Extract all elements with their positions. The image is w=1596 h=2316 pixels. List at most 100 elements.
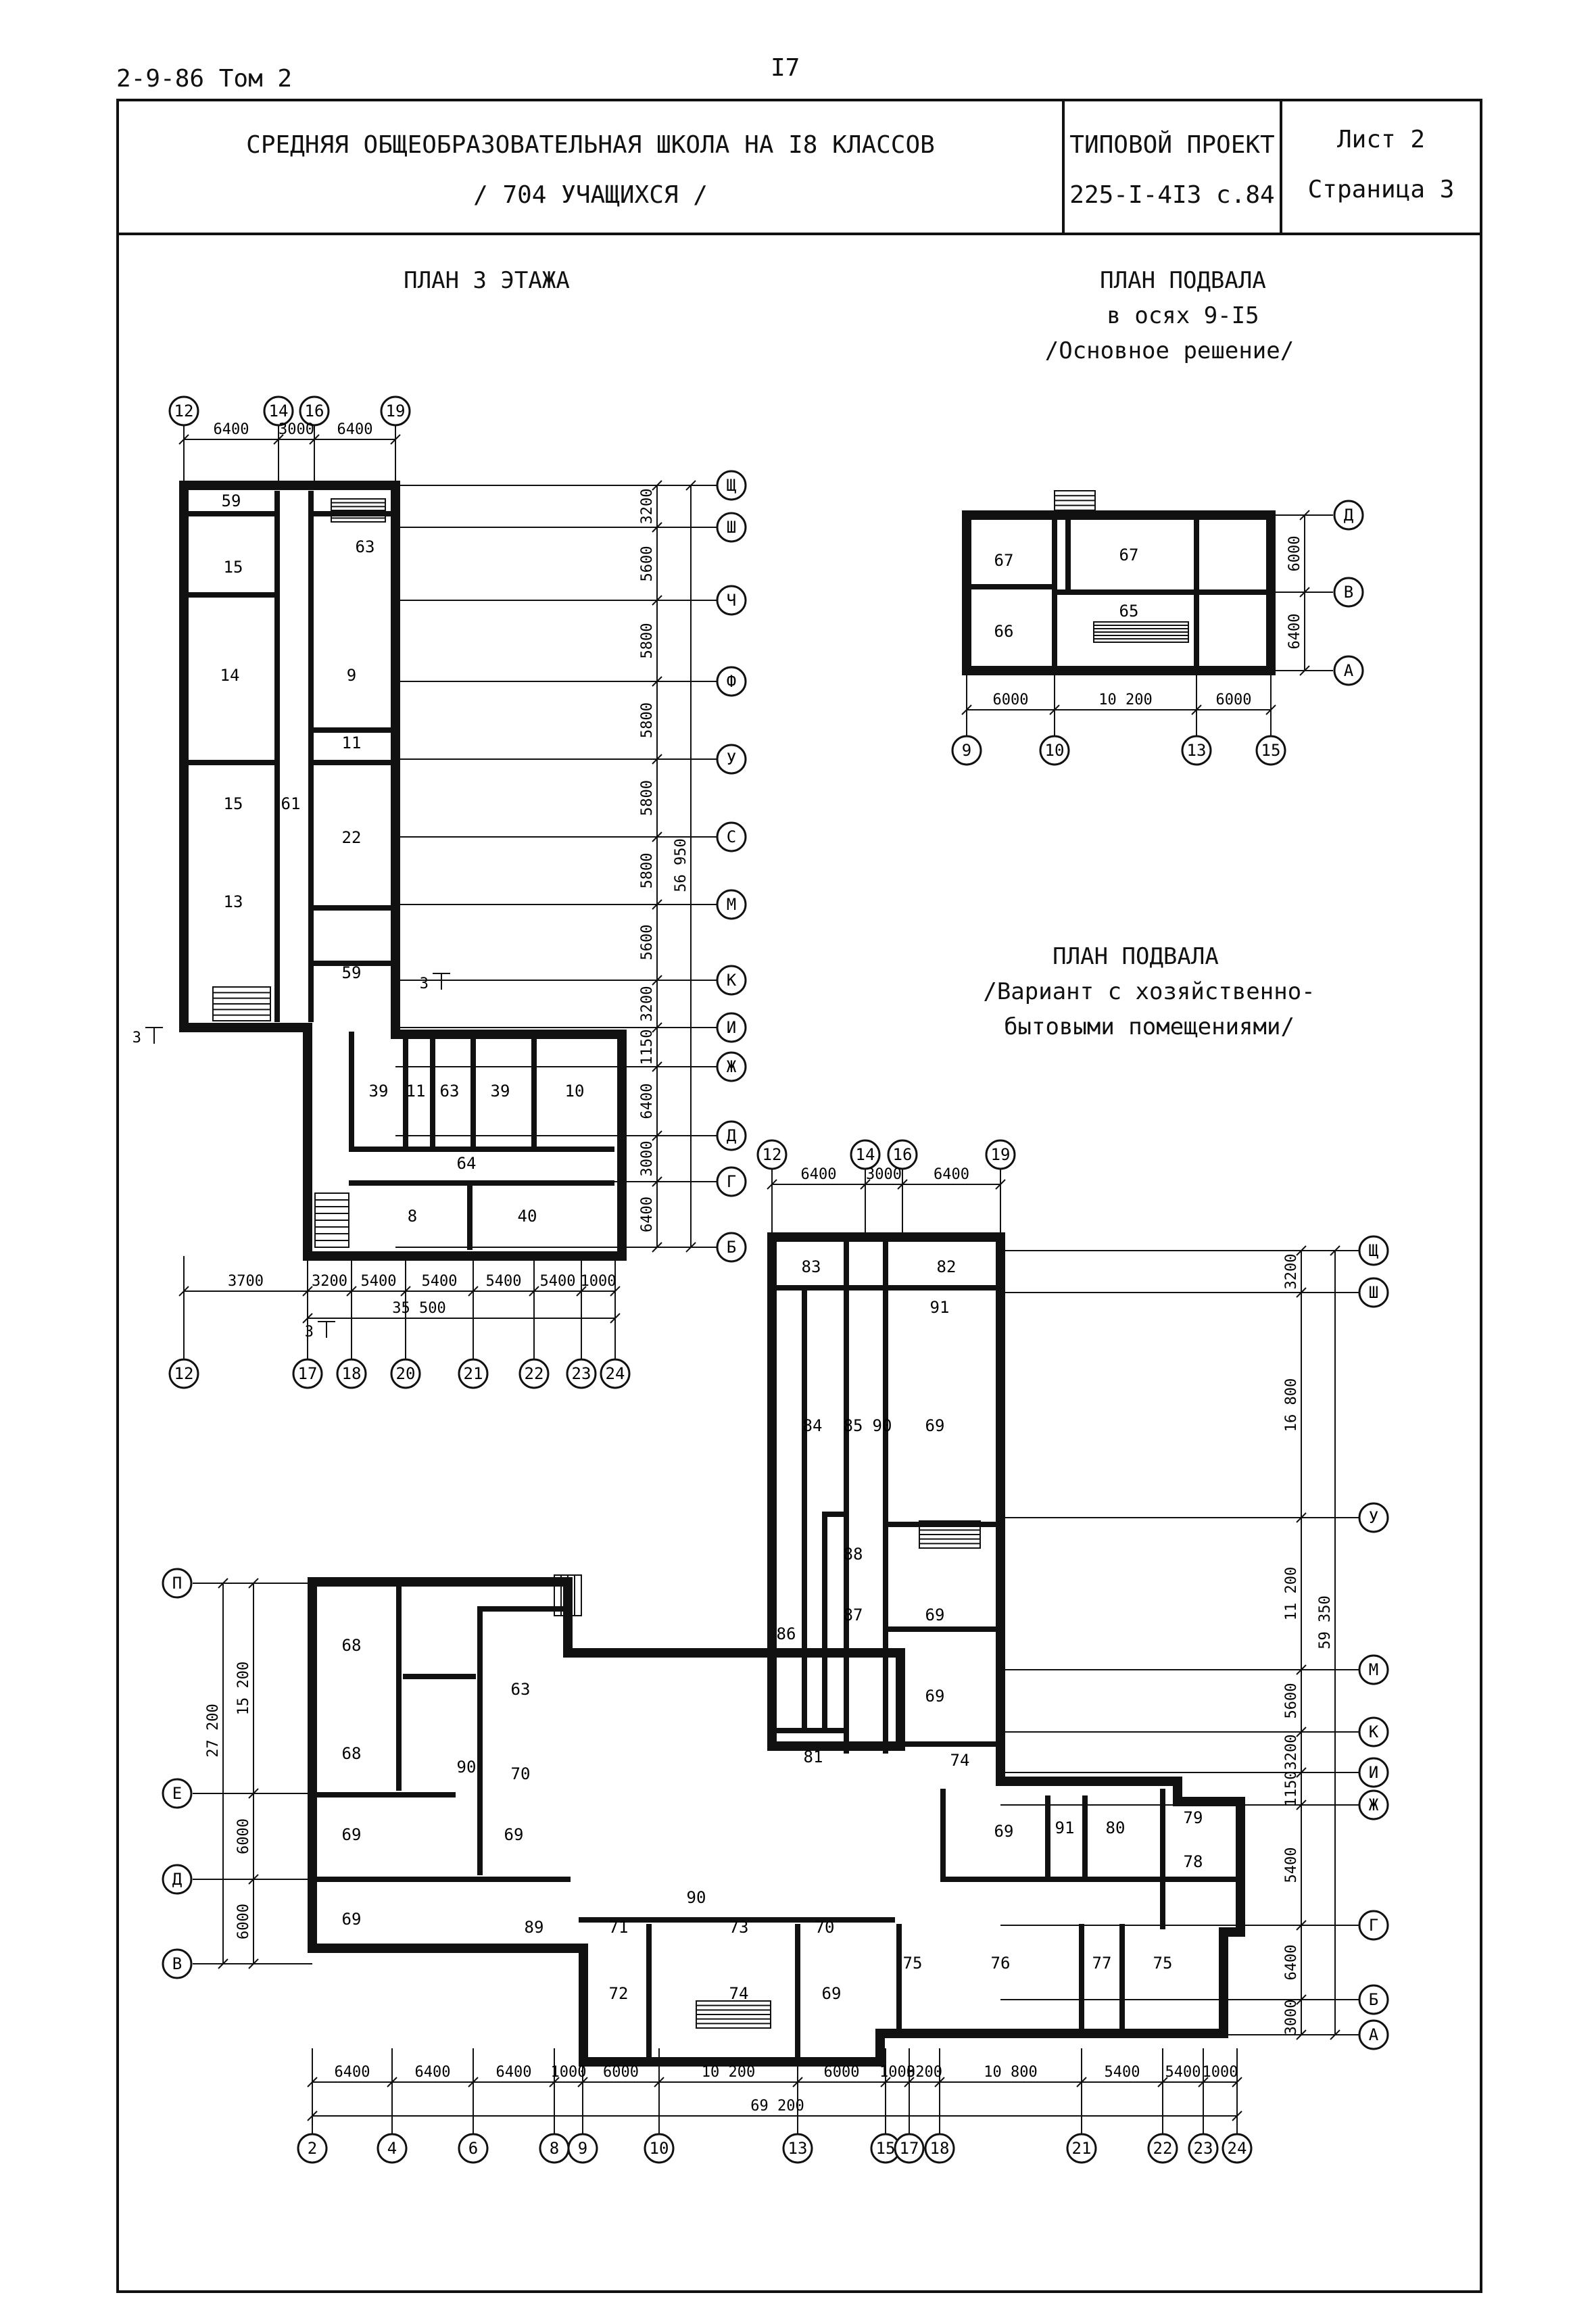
axis-bubble (1358, 1235, 1389, 1266)
axis-label: Ж (727, 1057, 737, 1076)
dimension-label: 1150 (1283, 1771, 1300, 1807)
dimension-line (218, 1578, 228, 1589)
dimension-label: 3200 (906, 2064, 942, 2081)
axis-bubble (716, 1232, 747, 1263)
axis-label: П (172, 1574, 182, 1593)
room-number: 74 (950, 1751, 970, 1770)
axis-label: Ш (1369, 1283, 1378, 1302)
axis-label: Г (727, 1172, 736, 1191)
dimension-line (904, 2077, 915, 2088)
axis-label: 16 (305, 402, 324, 420)
dimension-label: 5600 (1283, 1683, 1300, 1719)
room-number: 63 (511, 1680, 531, 1699)
axis-label: Б (727, 1238, 736, 1257)
dimension-label: 35 500 (392, 1300, 445, 1317)
axis-bubble (1358, 1277, 1389, 1308)
axis-bubble (716, 512, 747, 543)
axis-label: 9 (578, 2139, 587, 2158)
axis-label: 12 (174, 1364, 194, 1383)
dimension-label: 5800 (639, 853, 656, 889)
room-number: 91 (1055, 1818, 1075, 1837)
axis-bubble (1358, 1789, 1389, 1820)
axis-label: 14 (856, 1145, 875, 1164)
axis-label: 9 (962, 741, 971, 760)
axis-label: Ч (727, 591, 736, 610)
axis-bubble (567, 2133, 598, 2164)
dimension-label: 3000 (866, 1166, 902, 1183)
dimension-line (652, 1022, 662, 1033)
room-number: 87 (844, 1606, 863, 1624)
axis-label: Е (172, 1784, 182, 1803)
axis-bubble (162, 1778, 193, 1809)
room-number: 73 (729, 1918, 749, 1937)
dimension-line (577, 2077, 588, 2088)
dimension-line (1296, 1800, 1307, 1810)
room-number: 91 (930, 1298, 950, 1317)
axis-bubble (168, 1358, 199, 1389)
project-label: ТИПОВОЙ ПРОЕКТ (1069, 131, 1275, 159)
room-number: 69 (342, 1825, 362, 1844)
dimension-line (1296, 1287, 1307, 1298)
dimension-line (1296, 1920, 1307, 1931)
axis-label: Щ (727, 476, 737, 495)
drawing-frame (116, 234, 1482, 2293)
dimension-label: 5800 (639, 702, 656, 738)
axis-label: 6 (468, 2139, 478, 2158)
axis-bubble (1066, 2133, 1097, 2164)
axis-label: 19 (386, 402, 406, 420)
axis-label: Д (1344, 506, 1354, 525)
exterior-wall (308, 1232, 1245, 2067)
room-number: 69 (925, 1606, 945, 1624)
room-number: 90 (873, 1416, 892, 1435)
room-number: 61 (281, 794, 301, 813)
dimension-line (302, 1286, 313, 1297)
dimension-label: 6400 (639, 1197, 656, 1232)
axis-bubble (894, 2133, 925, 2164)
dimension-label: 16 800 (1283, 1378, 1300, 1432)
section-mark: 3 (305, 1324, 314, 1341)
basement-variant-title: ПЛАН ПОДВАЛА (1053, 943, 1219, 970)
room-number: 83 (802, 1257, 821, 1276)
dimension-label: 3200 (1283, 1735, 1300, 1770)
room-number: 82 (937, 1257, 957, 1276)
dimension-line (961, 704, 972, 715)
dimension-line (1330, 1245, 1340, 1256)
axis-bubble (1188, 2133, 1219, 2164)
dimension-line (468, 1286, 479, 1297)
third-floor-title: ПЛАН 3 ЭТАЖА (404, 267, 570, 294)
room-number: 84 (803, 1416, 823, 1435)
dimension-line (652, 1061, 662, 1072)
axis-bubble (716, 1012, 747, 1043)
dimension-label: 6400 (801, 1166, 837, 1183)
dimension-label: 6000 (235, 1818, 252, 1854)
room-number: 22 (342, 828, 362, 847)
axis-bubble (1039, 735, 1070, 766)
dimension-label: 6400 (934, 1166, 969, 1183)
axis-bubble (1358, 2019, 1389, 2050)
dimension-label: 6000 (1286, 536, 1303, 572)
dimension-label: 59 350 (1317, 1595, 1334, 1649)
dimension-line (1299, 587, 1310, 598)
axis-label: Ф (727, 672, 736, 691)
axis-bubble (716, 1120, 747, 1151)
dimension-label: 3000 (279, 421, 314, 438)
dimension-line (1049, 704, 1060, 715)
dimension-line (468, 2077, 479, 2088)
dimension-line (934, 2077, 945, 2088)
document-code: 2-9-86 Том 2 (116, 65, 293, 93)
title-line-2: / 704 УЧАЩИХСЯ / (473, 181, 708, 209)
axis-label: Б (1369, 1990, 1378, 2009)
dimension-label: 3200 (639, 986, 656, 1022)
axis-label: 22 (525, 1364, 544, 1383)
dimension-line (995, 1179, 1006, 1190)
dimension-label: 6400 (335, 2064, 370, 2081)
axis-label: В (1344, 583, 1353, 602)
dimension-line (652, 754, 662, 765)
dimension-line (652, 1130, 662, 1141)
room-number: 13 (224, 892, 243, 911)
room-number: 11 (406, 1082, 426, 1101)
dimension-line (1232, 2110, 1242, 2121)
dimension-line (1296, 1727, 1307, 1737)
dimension-label: 6000 (824, 2064, 860, 2081)
